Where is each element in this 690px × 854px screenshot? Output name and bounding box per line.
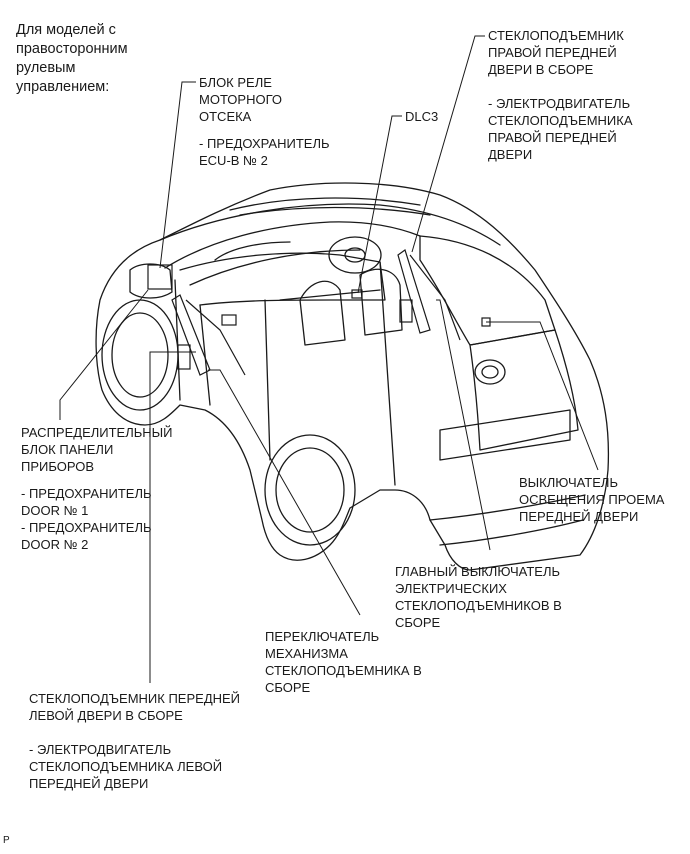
junction-block-sub-line: - ПРЕДОХРАНИТЕЛЬ <box>21 520 152 535</box>
window-switch-line: МЕХАНИЗМА <box>265 646 348 661</box>
label-junction-block: РАСПРЕДЕЛИТЕЛЬНЫЙ БЛОК ПАНЕЛИ ПРИБОРОВ -… <box>21 424 173 553</box>
label-courtesy-switch: ВЫКЛЮЧАТЕЛЬ ОСВЕЩЕНИЯ ПРОЕМА ПЕРЕДНЕЙ ДВ… <box>519 474 664 525</box>
label-window-switch: ПЕРЕКЛЮЧАТЕЛЬ МЕХАНИЗМА СТЕКЛОПОДЪЕМНИКА… <box>265 628 422 696</box>
label-dlc3: DLC3 <box>405 108 438 125</box>
steering-note-line: рулевым <box>16 60 76 76</box>
junction-block-sub-line: DOOR № 1 <box>21 503 89 518</box>
relay-block-title-line: БЛОК РЕЛЕ <box>199 75 272 90</box>
left-regulator-title-line: СТЕКЛОПОДЪЕМНИК ПЕРЕДНЕЙ <box>29 691 241 706</box>
left-regulator-title-line: ЛЕВОЙ ДВЕРИ В СБОРЕ <box>29 708 183 723</box>
window-switch-line: СБОРЕ <box>265 680 311 695</box>
dlc3-text: DLC3 <box>405 109 439 124</box>
master-switch-line: ЭЛЕКТРИЧЕСКИХ <box>395 581 507 596</box>
right-regulator-sub-line: СТЕКЛОПОДЪЕМНИКА <box>488 113 633 128</box>
relay-block-sub-line: - ПРЕДОХРАНИТЕЛЬ <box>199 136 330 151</box>
right-regulator-sub-line: ПРАВОЙ ПЕРЕДНЕЙ <box>488 130 617 145</box>
window-switch-line: СТЕКЛОПОДЪЕМНИКА В <box>265 663 422 678</box>
label-relay-block: БЛОК РЕЛЕ МОТОРНОГО ОТСЕКА - ПРЕДОХРАНИТ… <box>199 74 330 169</box>
junction-block-title-line: ПРИБОРОВ <box>21 459 95 474</box>
footer-mark-text: P <box>3 835 10 846</box>
steering-note: Для моделей с правосторонним рулевым упр… <box>16 21 128 97</box>
label-master-switch: ГЛАВНЫЙ ВЫКЛЮЧАТЕЛЬ ЭЛЕКТРИЧЕСКИХ СТЕКЛО… <box>395 563 562 631</box>
junction-block-title-line: БЛОК ПАНЕЛИ <box>21 442 114 457</box>
label-left-regulator: СТЕКЛОПОДЪЕМНИК ПЕРЕДНЕЙ ЛЕВОЙ ДВЕРИ В С… <box>29 690 240 792</box>
courtesy-switch-line: ВЫКЛЮЧАТЕЛЬ <box>519 475 618 490</box>
junction-block-sub-line: - ПРЕДОХРАНИТЕЛЬ <box>21 486 152 501</box>
steering-note-line: правосторонним <box>16 41 128 57</box>
steering-note-line: Для моделей с <box>16 22 116 38</box>
steering-note-line: управлением: <box>16 79 110 95</box>
relay-block-title-line: МОТОРНОГО <box>199 92 283 107</box>
courtesy-switch-line: ПЕРЕДНЕЙ ДВЕРИ <box>519 509 639 524</box>
right-regulator-sub-line: ДВЕРИ <box>488 147 533 162</box>
junction-block-title-line: РАСПРЕДЕЛИТЕЛЬНЫЙ <box>21 425 173 440</box>
relay-block-sub-line: ECU-B № 2 <box>199 153 268 168</box>
right-regulator-sub-line: - ЭЛЕКТРОДВИГАТЕЛЬ <box>488 96 631 111</box>
master-switch-line: СБОРЕ <box>395 615 441 630</box>
right-regulator-title-line: ДВЕРИ В СБОРЕ <box>488 62 594 77</box>
junction-block-sub-line: DOOR № 2 <box>21 537 89 552</box>
label-right-regulator: СТЕКЛОПОДЪЕМНИК ПРАВОЙ ПЕРЕДНЕЙ ДВЕРИ В … <box>488 27 633 163</box>
relay-block-title-line: ОТСЕКА <box>199 109 252 124</box>
master-switch-line: ГЛАВНЫЙ ВЫКЛЮЧАТЕЛЬ <box>395 564 561 579</box>
right-regulator-title-line: ПРАВОЙ ПЕРЕДНЕЙ <box>488 45 617 60</box>
master-switch-line: СТЕКЛОПОДЪЕМНИКОВ В <box>395 598 562 613</box>
components <box>147 249 491 376</box>
left-regulator-sub-line: ПЕРЕДНЕЙ ДВЕРИ <box>29 776 149 791</box>
courtesy-switch-line: ОСВЕЩЕНИЯ ПРОЕМА <box>519 492 665 507</box>
window-switch-line: ПЕРЕКЛЮЧАТЕЛЬ <box>265 629 380 644</box>
right-regulator-title-line: СТЕКЛОПОДЪЕМНИК <box>488 28 624 43</box>
left-regulator-sub-line: - ЭЛЕКТРОДВИГАТЕЛЬ <box>29 742 172 757</box>
footer-mark: P <box>3 835 10 847</box>
leader-lines <box>59 35 599 683</box>
left-regulator-sub-line: СТЕКЛОПОДЪЕМНИКА ЛЕВОЙ <box>29 759 223 774</box>
